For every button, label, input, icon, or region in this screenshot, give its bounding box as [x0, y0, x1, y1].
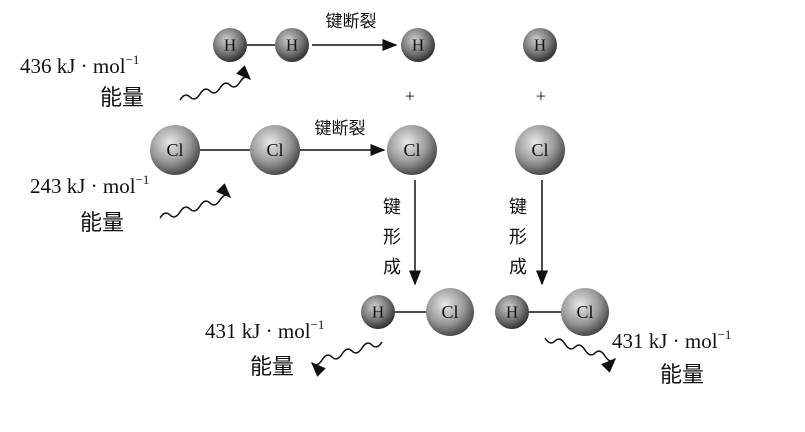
cl-atom: Cl	[515, 125, 565, 175]
wavy-arrow-clcl	[159, 183, 232, 219]
h-atom: H	[361, 295, 395, 329]
svg-text:能量: 能量	[660, 363, 704, 388]
cl-atom: Cl	[387, 125, 437, 175]
svg-text:键: 键	[383, 197, 401, 218]
h-atom: H	[523, 28, 557, 62]
svg-text:H: H	[534, 36, 546, 55]
h-atom: H	[275, 28, 309, 62]
bonds	[200, 44, 562, 313]
wavy-arrow-hcl-right	[544, 337, 617, 373]
wavy-arrow-hcl-left	[310, 341, 383, 377]
bond-form-label-left: 键 形 成	[383, 197, 401, 278]
cl-atom: Cl	[561, 288, 609, 336]
svg-text:431 kJ · mol−1: 431 kJ · mol−1	[205, 317, 324, 343]
svg-text:436 kJ · mol−1: 436 kJ · mol−1	[20, 52, 139, 78]
svg-text:Cl: Cl	[576, 302, 593, 322]
svg-text:成: 成	[509, 257, 527, 278]
h-atom: H	[213, 28, 247, 62]
svg-text:H: H	[506, 303, 518, 322]
energy-label-hcl-right: 431 kJ · mol−1 能量	[612, 327, 731, 388]
bond-break-label: 键断裂	[315, 119, 366, 139]
wavy-arrow-hh	[179, 65, 252, 101]
svg-text:431 kJ · mol−1: 431 kJ · mol−1	[612, 327, 731, 353]
svg-text:Cl: Cl	[166, 140, 183, 160]
svg-text:H: H	[224, 36, 236, 55]
svg-text:能量: 能量	[250, 355, 294, 380]
energy-label-hcl-left: 431 kJ · mol−1 能量	[205, 317, 324, 380]
h-atom: H	[401, 28, 435, 62]
svg-text:Cl: Cl	[266, 140, 283, 160]
bond-break-label: 键断裂	[326, 12, 377, 32]
cl-atom: Cl	[426, 288, 474, 336]
svg-text:键: 键	[509, 197, 527, 218]
cl-atom: Cl	[250, 125, 300, 175]
plus-sign: +	[536, 86, 546, 106]
h-atom: H	[495, 295, 529, 329]
svg-text:Cl: Cl	[403, 140, 420, 160]
svg-text:Cl: Cl	[441, 302, 458, 322]
plus-sign: +	[405, 86, 415, 106]
svg-text:能量: 能量	[80, 211, 124, 236]
energy-label-hh: 436 kJ · mol−1 能量	[20, 52, 144, 111]
energy-label-clcl: 243 kJ · mol−1 能量	[30, 172, 149, 236]
svg-text:能量: 能量	[100, 86, 144, 111]
svg-text:成: 成	[383, 257, 401, 278]
svg-text:243 kJ · mol−1: 243 kJ · mol−1	[30, 172, 149, 198]
svg-text:H: H	[286, 36, 298, 55]
svg-text:Cl: Cl	[531, 140, 548, 160]
svg-text:形: 形	[509, 227, 527, 248]
bond-form-label-right: 键 形 成	[509, 197, 527, 278]
svg-text:H: H	[412, 36, 424, 55]
svg-text:H: H	[372, 303, 384, 322]
svg-text:形: 形	[383, 227, 401, 248]
cl-atom: Cl	[150, 125, 200, 175]
arrows	[159, 39, 617, 377]
